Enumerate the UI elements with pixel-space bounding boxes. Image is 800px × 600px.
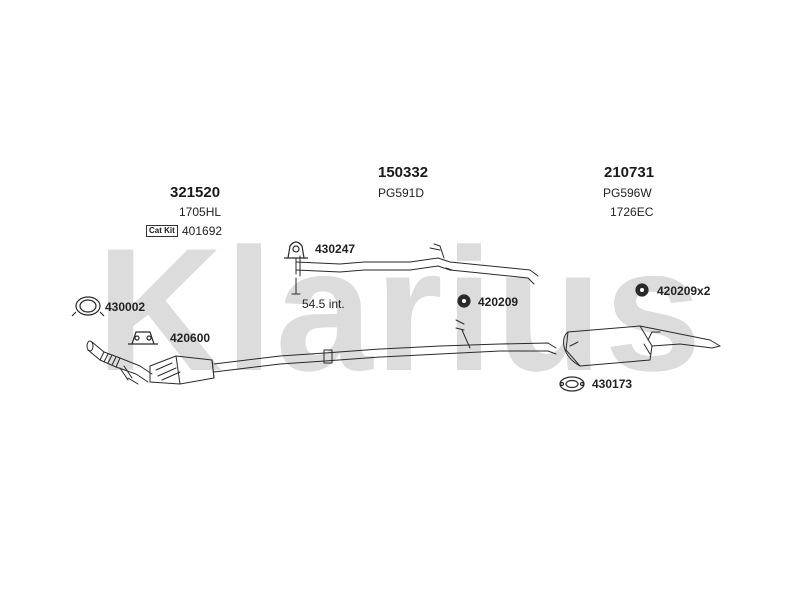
cat-kit-number: 401692 <box>182 224 223 238</box>
clamp-icon <box>284 241 308 259</box>
dimension-marker <box>291 277 301 295</box>
catalytic-converter <box>149 355 215 385</box>
fitting-420209-label: 420209 <box>478 295 519 309</box>
fitting-430173-label: 430173 <box>592 377 633 391</box>
assembly-210731-reference: PG596W <box>603 186 652 200</box>
intermediate-pipe <box>295 243 539 285</box>
assembly-321520-part-number: 321520 <box>170 184 221 201</box>
assembly-321520-reference: 1705HL <box>179 205 222 219</box>
assembly-210731-reference-2: 1726EC <box>610 205 654 219</box>
fitting-420600-label: 420600 <box>170 331 211 345</box>
rear-silencer <box>563 325 721 367</box>
dimension-note: 54.5 int. <box>302 297 345 311</box>
gasket-icon <box>559 376 585 392</box>
assembly-150332-reference: PG591D <box>378 186 425 200</box>
fitting-430247-label: 430247 <box>315 242 356 256</box>
cat-kit-badge: Cat Kit <box>146 225 178 237</box>
watermark-text: Klarius <box>96 213 703 408</box>
fitting-420209x2-label: 420209x2 <box>657 284 711 298</box>
assembly-210731-part-number: 210731 <box>604 164 655 181</box>
rubber-mount-icon-2 <box>635 283 649 297</box>
mounting-bracket-icon <box>128 331 158 345</box>
fitting-430002-label: 430002 <box>105 300 146 314</box>
front-pipe <box>86 340 153 385</box>
assembly-150332-part-number: 150332 <box>378 164 429 181</box>
rubber-mount-icon <box>457 294 471 308</box>
ring-clamp-icon <box>71 296 105 317</box>
centre-pipe <box>213 319 557 373</box>
